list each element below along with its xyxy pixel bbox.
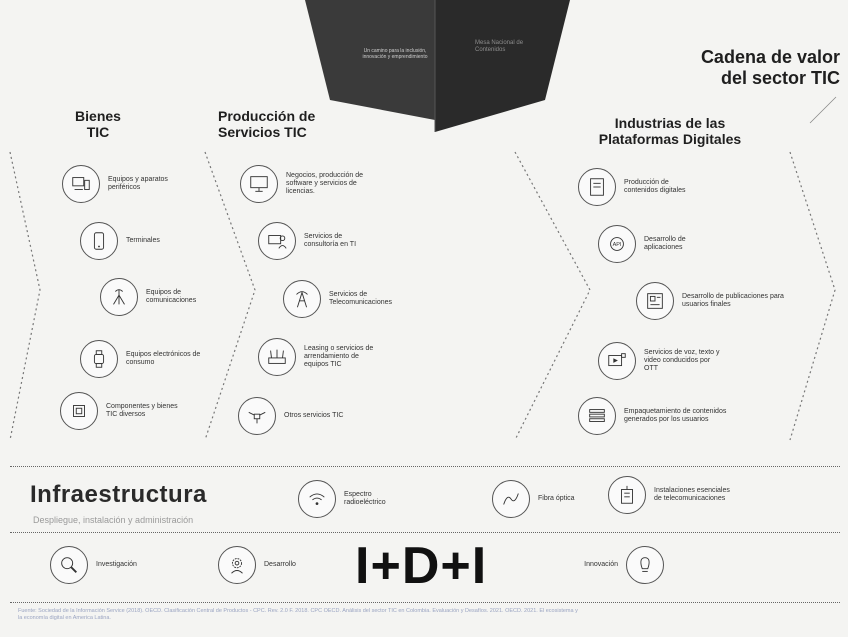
publication-icon (636, 282, 674, 320)
drone-icon (238, 397, 276, 435)
decorative-line (809, 96, 837, 124)
item-instalaciones: Instalaciones esenciales de telecomunica… (608, 476, 739, 514)
label: Producción de contenidos digitales (624, 179, 686, 194)
layers-icon (578, 397, 616, 435)
label: Espectro radioeléctrico (344, 491, 386, 506)
label: Servicios de consultoría en TI (304, 233, 357, 248)
label: Investigación (96, 561, 137, 568)
idi-title: I+D+I (355, 537, 488, 595)
label: Equipos y aparatos periféricos (108, 176, 168, 191)
cover-text-left: Un camino para la inclusión, innovación … (362, 48, 428, 60)
video-icon (598, 342, 636, 380)
lightbulb-icon (626, 546, 664, 584)
peripherals-icon (62, 165, 100, 203)
item-innovacion: Innovación (568, 546, 664, 584)
item-perifericos: Equipos y aparatos periféricos (62, 165, 188, 203)
item-contenidos: Producción de contenidos digitales (578, 168, 704, 206)
monitor-icon (240, 165, 278, 203)
label: Equipos de comunicaciones (146, 289, 197, 304)
magnifier-icon (50, 546, 88, 584)
item-empaquetamiento: Empaquetamiento de contenidos generados … (578, 397, 739, 435)
label: Terminales (126, 237, 160, 244)
label: Otros servicios TIC (284, 412, 344, 419)
label: Servicios de voz, texto y video conducid… (644, 349, 720, 372)
item-fibra: Fibra óptica (492, 480, 578, 518)
label: Fibra óptica (538, 495, 575, 502)
item-telecom: Servicios de Telecomunicaciones (283, 280, 404, 318)
item-otros: Otros servicios TIC (238, 397, 364, 435)
cover-text-right: Mesa Nacional de Contenidos (475, 40, 524, 53)
gear-person-icon (218, 546, 256, 584)
divider-bottom (10, 602, 840, 603)
tower-icon (283, 280, 321, 318)
item-software: Negocios, producción de software y servi… (240, 165, 376, 203)
label: Negocios, producción de software y servi… (286, 172, 364, 195)
content-icon (578, 168, 616, 206)
chevron-dividers (9, 151, 836, 441)
infraestructura-title: Infraestructura (30, 481, 207, 508)
source-note: Fuente: Sociedad de la Información Servi… (18, 608, 578, 621)
item-terminales: Terminales (80, 222, 186, 260)
api-icon: API (598, 225, 636, 263)
label: Instalaciones esenciales de telecomunica… (654, 487, 730, 502)
router-icon (258, 338, 296, 376)
building-icon (608, 476, 646, 514)
item-publicaciones: Desarrollo de publicaciones para usuario… (636, 282, 794, 320)
label: Equipos electrónicos de consumo (126, 351, 201, 366)
item-aplicaciones: API Desarrollo de aplicaciones (598, 225, 714, 263)
item-desarrollo: Desarrollo (218, 546, 324, 584)
label: Innovación (584, 561, 618, 568)
item-componentes: Componentes y bienes TIC diversos (60, 392, 186, 430)
infraestructura-subtitle: Despliegue, instalación y administración (33, 515, 194, 525)
item-leasing: Leasing o servicios de arrendamiento de … (258, 338, 384, 376)
item-ott: Servicios de voz, texto y video conducid… (598, 342, 724, 380)
label: Desarrollo de publicaciones para usuario… (682, 293, 784, 308)
cover-graphic (305, 0, 570, 132)
label: Componentes y bienes TIC diversos (106, 403, 178, 418)
heading-plataformas: Industrias de las Plataformas Digitales (598, 115, 742, 147)
item-consumo: Equipos electrónicos de consumo (80, 340, 201, 378)
chip-icon (60, 392, 98, 430)
fiber-icon (492, 480, 530, 518)
label: Leasing o servicios de arrendamiento de … (304, 345, 374, 368)
label: Desarrollo (264, 561, 296, 568)
antenna-icon (100, 278, 138, 316)
heading-servicios: Producción de Servicios TIC (218, 108, 316, 140)
page-title: Cadena de valor del sector TIC (700, 47, 840, 88)
divider-top (10, 466, 840, 467)
item-investigacion: Investigación (50, 546, 166, 584)
phone-icon (80, 222, 118, 260)
heading-bienes: Bienes TIC (75, 108, 121, 140)
label: Desarrollo de aplicaciones (644, 236, 686, 251)
label: Servicios de Telecomunicaciones (329, 291, 393, 306)
watch-icon (80, 340, 118, 378)
consulting-icon (258, 222, 296, 260)
item-espectro: Espectro radioeléctrico (298, 480, 414, 518)
wifi-icon (298, 480, 336, 518)
svg-text:API: API (613, 242, 622, 248)
divider-middle (10, 532, 840, 533)
label: Empaquetamiento de contenidos generados … (624, 408, 727, 423)
item-comunicaciones: Equipos de comunicaciones (100, 278, 216, 316)
item-consultoria: Servicios de consultoría en TI (258, 222, 374, 260)
